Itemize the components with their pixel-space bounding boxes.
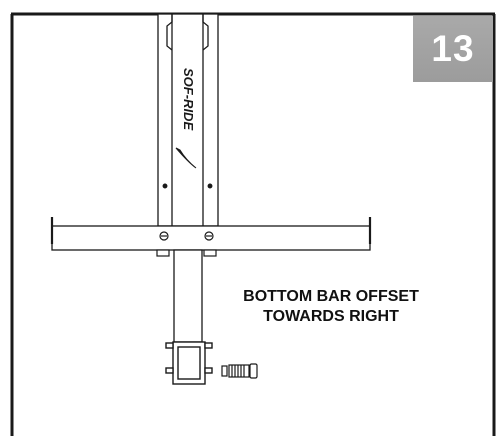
instruction-line-2: TOWARDS RIGHT xyxy=(263,308,399,325)
cross-bar-bolts xyxy=(159,231,214,241)
brand-logo: SOF-RIDE xyxy=(175,68,197,169)
upper-upright-post xyxy=(157,13,219,227)
hex-bolt-icon xyxy=(221,363,258,379)
lower-upright-post xyxy=(173,249,203,343)
page-frame xyxy=(10,12,496,436)
instruction-line-1: BOTTOM BAR OFFSET xyxy=(243,288,419,305)
bar-brackets xyxy=(156,249,217,257)
instruction-note: BOTTOM BAR OFFSET TOWARDS RIGHT xyxy=(226,287,436,327)
hitch-receiver xyxy=(165,341,213,385)
brand-logo-text: SOF-RIDE xyxy=(181,68,196,130)
step-number-badge: 13 xyxy=(413,16,493,82)
